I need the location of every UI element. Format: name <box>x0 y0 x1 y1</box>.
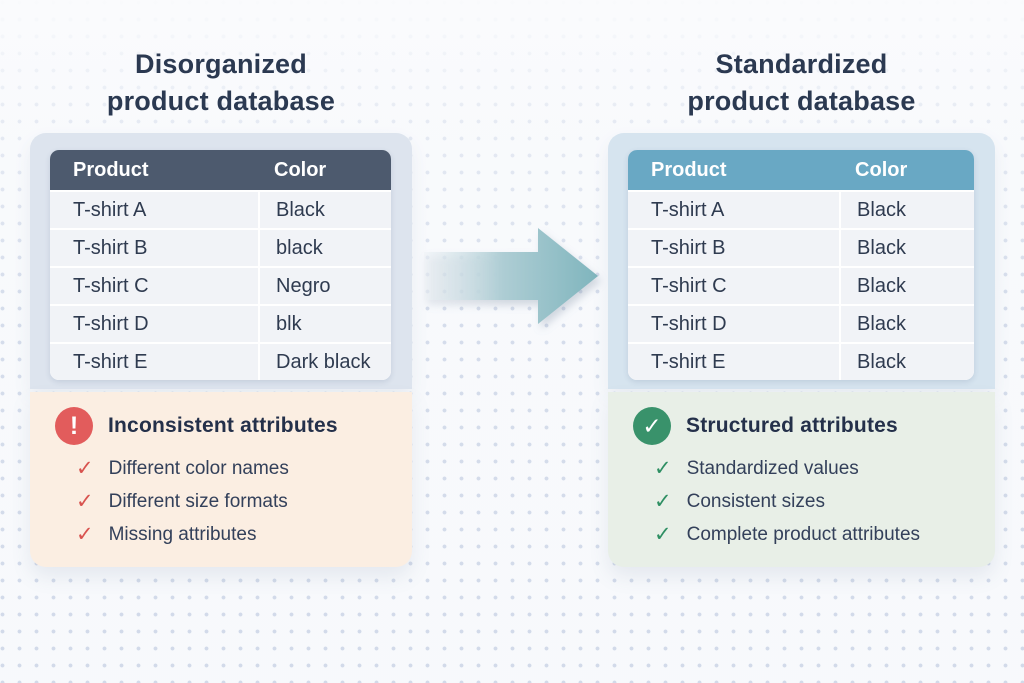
list-item-label: Complete product attributes <box>686 523 921 545</box>
left-panel: Product Color T-shirt A Black T-shirt B … <box>30 133 412 567</box>
right-callout-header: ✓ Structured attributes <box>633 407 977 445</box>
list-item-label: Missing attributes <box>108 523 257 545</box>
table-row: T-shirt E Dark black <box>50 344 391 380</box>
checkmark-icon: ✓ <box>654 490 672 513</box>
list-item-label: Different color names <box>108 457 289 479</box>
color-cell: Black <box>841 192 974 228</box>
color-cell: Negro <box>260 268 391 304</box>
table-row: T-shirt A Black <box>50 192 391 228</box>
product-cell: T-shirt B <box>50 230 258 266</box>
product-cell: T-shirt A <box>50 192 258 228</box>
product-cell: T-shirt A <box>628 192 840 228</box>
table-row: T-shirt E Black <box>628 344 974 380</box>
left-header-product: Product <box>73 158 149 181</box>
left-callout-header: ! Inconsistent attributes <box>55 407 394 445</box>
color-cell: Dark black <box>260 344 391 380</box>
checkmark-icon: ✓ <box>76 523 94 546</box>
color-cell: Black <box>841 268 974 304</box>
color-cell: blk <box>260 306 391 342</box>
table-row: T-shirt C Negro <box>50 268 391 304</box>
right-column-title: Standardized product database <box>608 46 995 120</box>
right-title-line1: Standardized <box>715 49 888 79</box>
right-title-line2: product database <box>687 86 916 116</box>
left-title-line1: Disorganized <box>135 49 307 79</box>
alert-circle-icon: ! <box>55 407 93 445</box>
list-item: ✓ Consistent sizes <box>654 485 977 518</box>
checkmark-icon: ✓ <box>76 457 94 480</box>
left-column-title: Disorganized product database <box>30 46 412 120</box>
right-product-table: Product Color T-shirt A Black T-shirt B … <box>628 150 974 380</box>
check-circle-icon: ✓ <box>633 407 671 445</box>
list-item: ✓ Different color names <box>76 452 394 485</box>
table-row: T-shirt A Black <box>628 192 974 228</box>
list-item-label: Consistent sizes <box>686 490 825 512</box>
list-item-label: Standardized values <box>686 457 859 479</box>
product-cell: T-shirt E <box>628 344 840 380</box>
product-cell: T-shirt E <box>50 344 258 380</box>
table-row: T-shirt C Black <box>628 268 974 304</box>
color-cell: Black <box>841 230 974 266</box>
list-item: ✓ Complete product attributes <box>654 518 977 551</box>
table-row: T-shirt D Black <box>628 306 974 342</box>
right-header-color: Color <box>855 158 908 181</box>
left-product-table: Product Color T-shirt A Black T-shirt B … <box>50 150 391 380</box>
table-row: T-shirt B black <box>50 230 391 266</box>
product-cell: T-shirt C <box>50 268 258 304</box>
right-callout-title: Structured attributes <box>686 414 898 437</box>
left-title-line2: product database <box>106 86 336 116</box>
left-callout-box: ! Inconsistent attributes ✓ Different co… <box>30 392 412 567</box>
table-row: T-shirt D blk <box>50 306 391 342</box>
left-table-header-row: Product Color <box>50 150 391 190</box>
product-cell: T-shirt B <box>628 230 840 266</box>
right-header-product: Product <box>651 158 727 181</box>
left-table-card: Product Color T-shirt A Black T-shirt B … <box>30 133 412 389</box>
list-item-label: Different size formats <box>108 490 288 512</box>
left-callout-title: Inconsistent attributes <box>108 414 338 437</box>
product-cell: T-shirt C <box>628 268 840 304</box>
left-header-color: Color <box>274 158 327 181</box>
checkmark-icon: ✓ <box>654 457 672 480</box>
color-cell: Black <box>841 306 974 342</box>
product-cell: T-shirt D <box>50 306 258 342</box>
list-item: ✓ Missing attributes <box>76 518 394 551</box>
list-item: ✓ Different size formats <box>76 485 394 518</box>
color-cell: Black <box>841 344 974 380</box>
right-table-header-row: Product Color <box>628 150 974 190</box>
right-table-card: Product Color T-shirt A Black T-shirt B … <box>608 133 995 389</box>
table-row: T-shirt B Black <box>628 230 974 266</box>
color-cell: black <box>260 230 391 266</box>
arrow-right-icon <box>424 228 598 324</box>
list-item: ✓ Standardized values <box>654 452 977 485</box>
checkmark-icon: ✓ <box>654 523 672 546</box>
right-panel: Product Color T-shirt A Black T-shirt B … <box>608 133 995 567</box>
right-callout-box: ✓ Structured attributes ✓ Standardized v… <box>608 392 995 567</box>
checkmark-icon: ✓ <box>76 490 94 513</box>
product-cell: T-shirt D <box>628 306 840 342</box>
color-cell: Black <box>260 192 391 228</box>
